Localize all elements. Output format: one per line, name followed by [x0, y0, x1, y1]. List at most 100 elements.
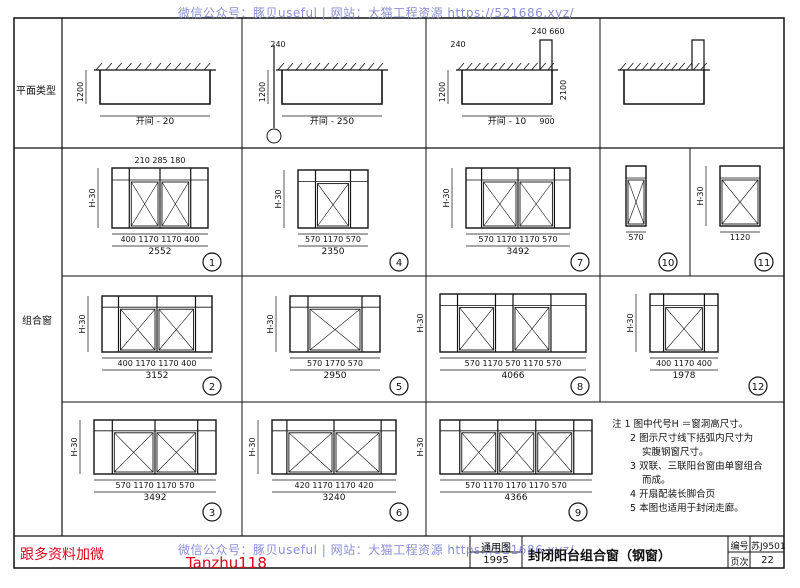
window-segments: 1120: [730, 233, 750, 242]
plan-hatch: [164, 62, 172, 71]
window-opening-mark: [478, 432, 496, 473]
window-sash: [461, 432, 497, 473]
window-opening-mark: [137, 309, 156, 351]
plan-hatch: [203, 62, 211, 71]
plan-hatch: [457, 62, 465, 71]
window-opening-mark: [554, 432, 572, 473]
window-opening-mark: [483, 181, 501, 227]
window-opening-mark: [175, 181, 189, 227]
window-frame: [719, 165, 761, 227]
window-sash: [665, 307, 703, 351]
promo-line2: Tanzhu118: [186, 554, 267, 572]
plan-width-label: 开间 - 20: [136, 115, 175, 127]
window-opening-mark: [537, 432, 556, 473]
plan-hatch: [498, 62, 506, 71]
window-number: 6: [396, 508, 402, 519]
plan-hatch: [286, 62, 294, 71]
window-number: 4: [396, 258, 402, 269]
plan-hatch: [641, 62, 649, 71]
window-number-circle: [748, 376, 768, 396]
notes: 注 1 图中代号H ＝窗洞高尺寸。 2 图示尺寸线下括弧内尺寸为 实腹钢窗尺寸。…: [612, 418, 763, 516]
window-number-circle: [202, 502, 222, 522]
window-opening-mark: [683, 307, 703, 351]
window-opening-mark: [156, 432, 177, 473]
window-opening-mark: [114, 432, 135, 473]
tb-code: 苏J9501: [751, 542, 786, 552]
plan-hatch: [115, 62, 122, 71]
watermark-top: 微信公众号：豚贝useful | 网站：大猫工程资源 https://52168…: [178, 6, 575, 20]
window-segments: 570 1170 570 1170 570: [465, 359, 562, 368]
window-opening-mark: [721, 179, 741, 225]
window-opening-mark: [665, 307, 685, 351]
window-number: 5: [396, 382, 402, 393]
window-opening-mark: [499, 432, 518, 473]
plan-hatch: [523, 62, 530, 71]
plan-hatch: [144, 62, 152, 71]
tb-label-page: 页次: [730, 558, 749, 568]
window-number: 7: [577, 258, 583, 269]
window-segments: 400 1170 1170 400: [118, 359, 197, 368]
row-label-combo-window: 组合窗: [22, 316, 52, 327]
window-height-label: H-30: [78, 314, 87, 333]
window-opening-mark: [309, 432, 333, 473]
window-opening-mark: [535, 181, 553, 227]
window-number: 2: [209, 382, 215, 393]
window-number: 10: [662, 258, 675, 269]
window-sash: [309, 308, 361, 351]
plan-dim-240: 240: [270, 40, 285, 49]
window-opening-mark: [461, 432, 480, 473]
window-frame: [649, 293, 719, 353]
plan-hatch: [295, 62, 303, 71]
window-height-label: H-30: [416, 437, 425, 456]
plan-hatch: [349, 62, 357, 71]
window-sash: [514, 307, 550, 351]
plan-hatch: [376, 62, 384, 71]
window-number-circle: [389, 376, 409, 396]
window-segments: 570 1170 1170 570: [479, 235, 558, 244]
plan-hatch: [671, 62, 678, 71]
window-total: 3492: [144, 493, 167, 503]
plan-hatch: [194, 62, 201, 71]
window-10: 570 10: [625, 165, 678, 272]
window-height-label: H-30: [416, 313, 425, 332]
window-height-label: H-30: [70, 437, 79, 456]
window-total: 3152: [146, 371, 169, 381]
tb-label-code: 编号: [730, 542, 749, 552]
plan-dim-height: 1200: [438, 82, 447, 102]
window-total: 4366: [505, 493, 528, 503]
window-segments: 570 1170 1170 1170 570: [465, 481, 567, 490]
window-opening-mark: [514, 307, 533, 351]
plan-hatch: [313, 62, 321, 71]
window-height-label: H-30: [626, 313, 635, 332]
window-2: H-30 400 1170 1170 400 3152 2: [78, 295, 222, 396]
tb-year: 1995: [483, 555, 509, 566]
plan-hatch: [154, 62, 162, 71]
note-1: 注 1 图中代号H ＝窗洞高尺寸。: [612, 419, 749, 430]
plan-hatch: [474, 62, 481, 71]
plan-hatch: [619, 62, 627, 71]
window-sash: [483, 181, 517, 227]
window-6: H-30 420 1170 1170 420 3240 6: [248, 419, 409, 522]
window-total: 3240: [323, 493, 346, 503]
window-height-label: H-30: [248, 437, 257, 456]
plan-hatch: [490, 62, 497, 71]
plan-hatch: [531, 62, 538, 71]
window-number-circle: [658, 252, 678, 272]
window-segments: 420 1170 1170 420: [295, 481, 374, 490]
window-segments: 570: [628, 233, 643, 242]
window-number: 1: [209, 258, 215, 269]
plan-outline: [623, 70, 705, 105]
window-opening-mark: [516, 432, 534, 473]
tb-page: 22: [761, 555, 774, 566]
window-sash: [161, 181, 190, 227]
plan-hatch: [277, 62, 285, 71]
plan-outline: [461, 70, 553, 105]
plan-hatch: [649, 62, 656, 71]
row-label-plan-type: 平面类型: [16, 86, 56, 97]
plan-hatch: [693, 62, 700, 71]
tb-label-apply: 通用图: [481, 543, 511, 554]
window-number-circle: [754, 252, 774, 272]
plan-dim-240: 240: [450, 40, 465, 49]
